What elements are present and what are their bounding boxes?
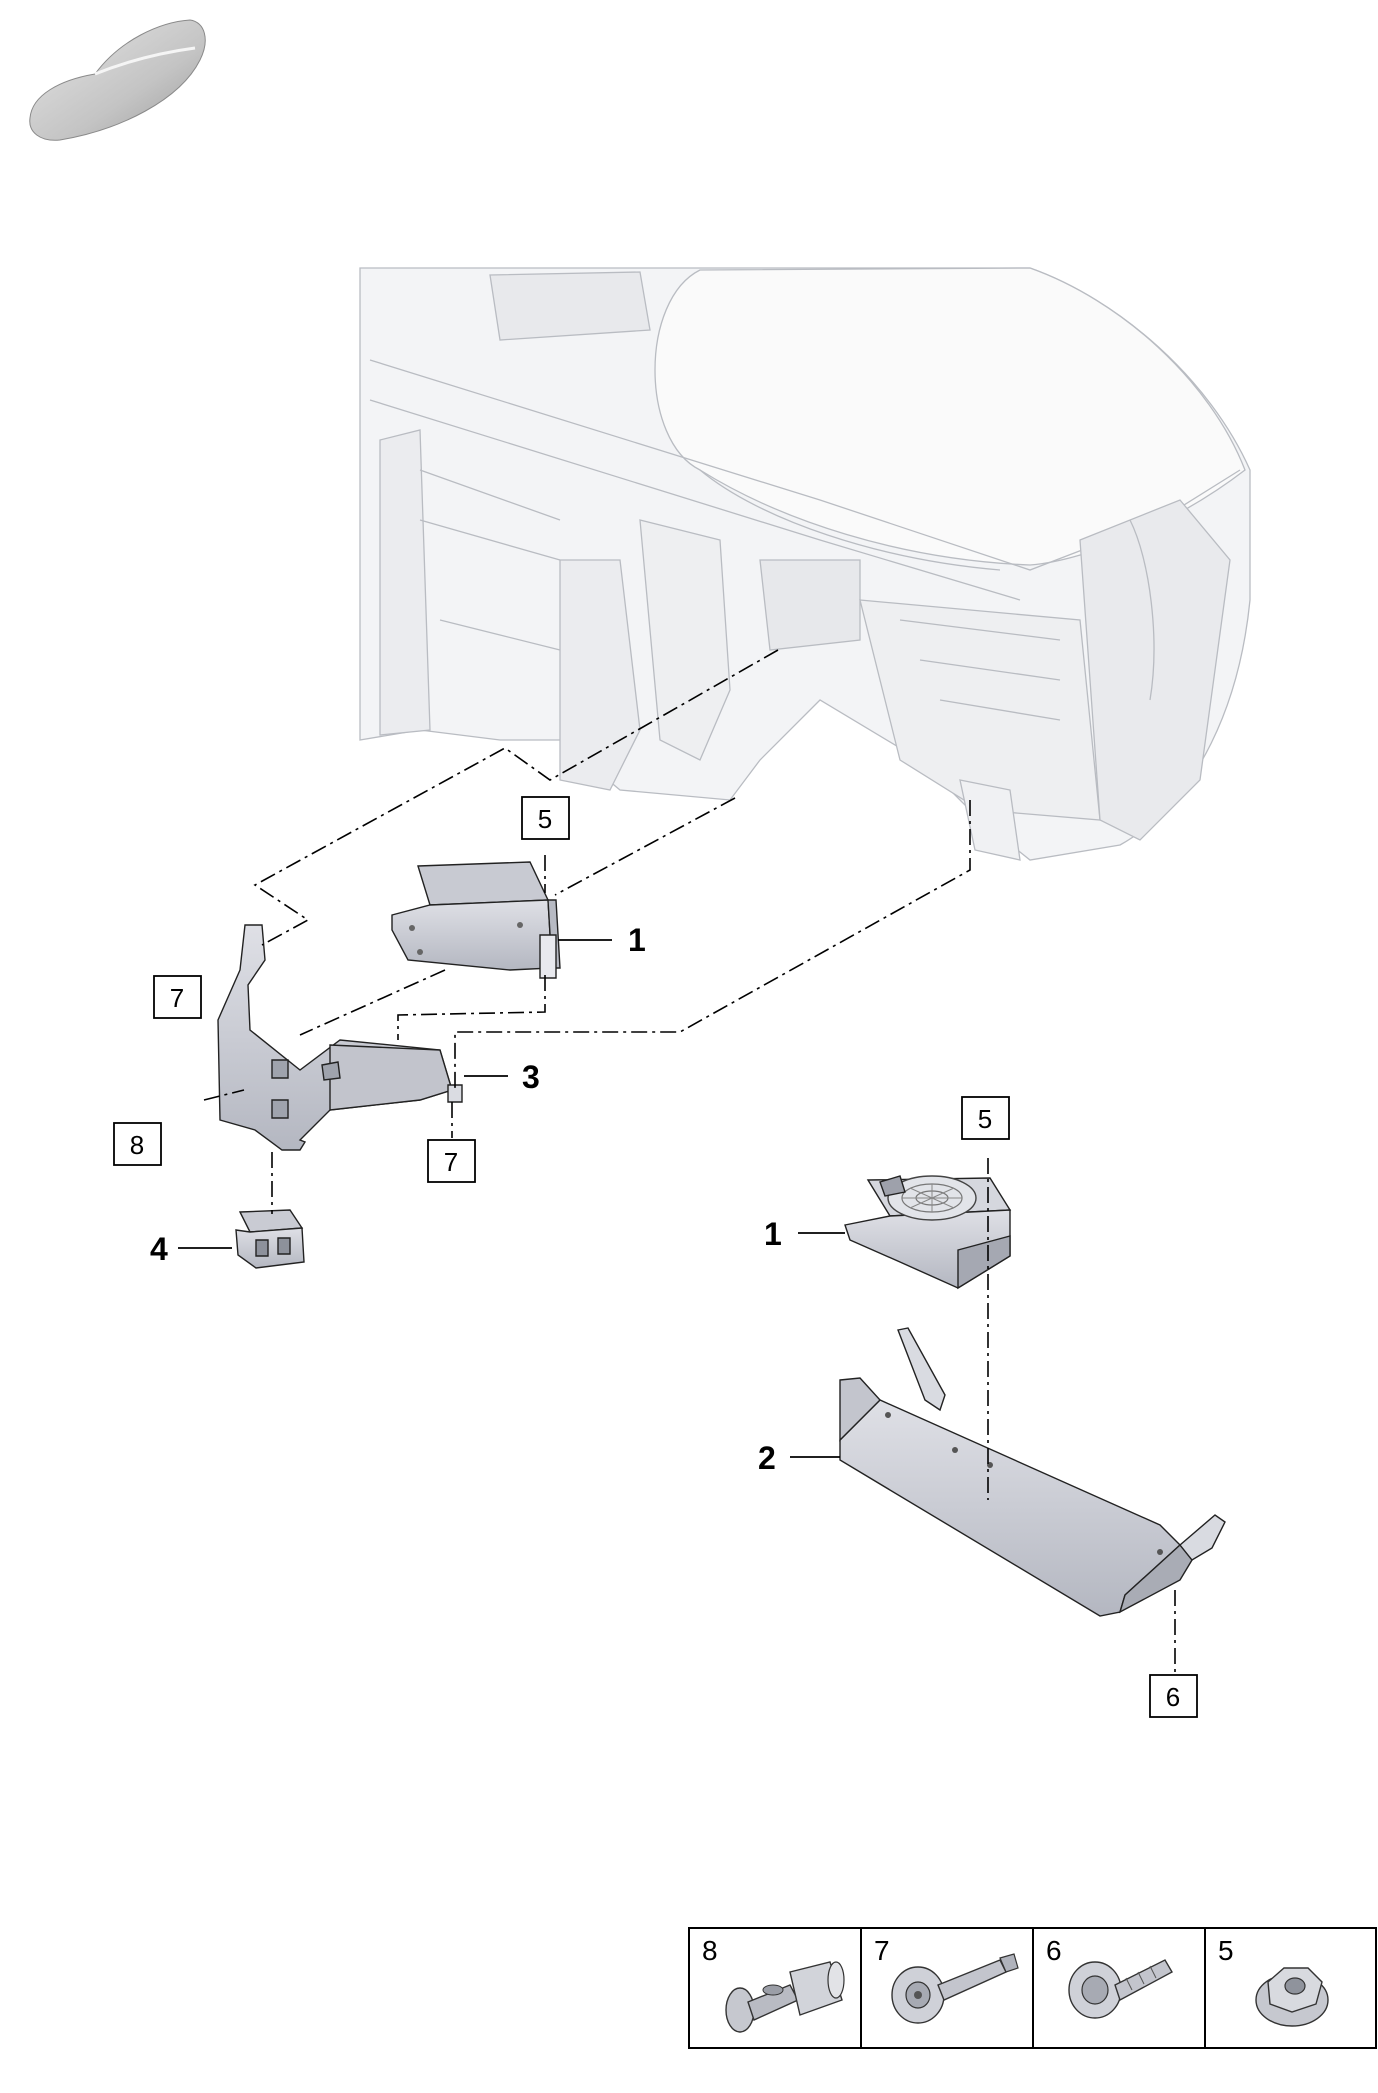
flange-screw-icon bbox=[891, 1953, 1019, 2024]
car-model-icon bbox=[29, 19, 206, 141]
callout-box-7-bottom: 7 bbox=[427, 1139, 476, 1183]
callout-number-3: 3 bbox=[522, 1059, 540, 1095]
bracket-assembly-left bbox=[217, 924, 463, 1151]
svg-text:5: 5 bbox=[978, 1104, 992, 1134]
svg-text:5: 5 bbox=[1218, 1935, 1234, 1966]
callout-number-2: 2 bbox=[758, 1440, 776, 1476]
fastener-legend: 8 7 6 bbox=[688, 1927, 1377, 2049]
svg-text:7: 7 bbox=[874, 1935, 890, 1966]
vehicle-front-structure bbox=[359, 267, 1251, 861]
callout-box-5-top: 5 bbox=[521, 796, 570, 840]
callout-box-5-right: 5 bbox=[961, 1096, 1010, 1140]
svg-text:6: 6 bbox=[1166, 1682, 1180, 1712]
svg-text:7: 7 bbox=[170, 983, 184, 1013]
callout-number-4: 4 bbox=[150, 1231, 168, 1267]
svg-text:8: 8 bbox=[130, 1130, 144, 1160]
legend-cell-8: 8 bbox=[702, 1935, 845, 2033]
control-unit-upper bbox=[391, 861, 561, 979]
assembly-lines bbox=[203, 649, 1176, 1672]
legend-cell-7: 7 bbox=[874, 1935, 1019, 2024]
connector-relay bbox=[235, 1209, 305, 1269]
long-bracket-right bbox=[839, 1327, 1226, 1617]
leader-lines bbox=[178, 939, 845, 1458]
legend-cell-5: 5 bbox=[1218, 1935, 1329, 2027]
svg-text:8: 8 bbox=[702, 1935, 718, 1966]
callout-box-8: 8 bbox=[113, 1122, 162, 1166]
collar-screw-icon bbox=[1068, 1959, 1173, 2019]
callout-box-7-left: 7 bbox=[153, 975, 202, 1019]
callout-number-1-right: 1 bbox=[764, 1216, 782, 1252]
svg-text:6: 6 bbox=[1046, 1935, 1062, 1966]
legend-cell-6: 6 bbox=[1046, 1935, 1173, 2019]
control-unit-right bbox=[844, 1175, 1012, 1290]
callout-number-1-top: 1 bbox=[628, 922, 646, 958]
svg-text:5: 5 bbox=[538, 804, 552, 834]
expanding-rivet-icon bbox=[725, 1961, 845, 2033]
svg-text:7: 7 bbox=[444, 1147, 458, 1177]
callout-box-6: 6 bbox=[1149, 1674, 1198, 1718]
flange-nut-icon bbox=[1255, 1967, 1329, 2027]
